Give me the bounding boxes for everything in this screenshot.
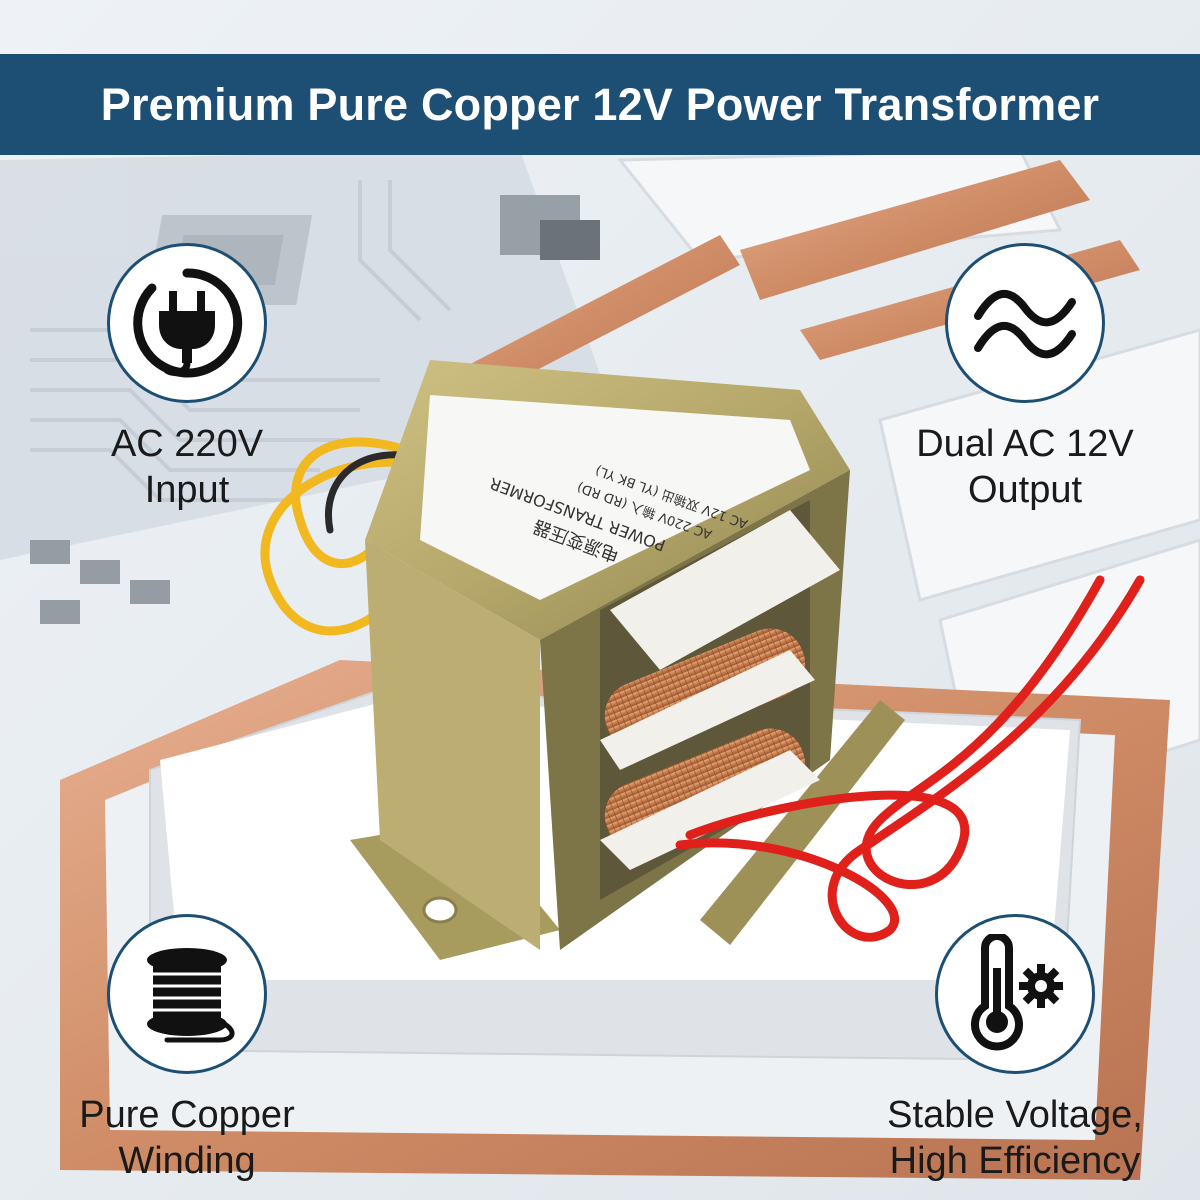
title-banner: Premium Pure Copper 12V Power Transforme… bbox=[0, 54, 1200, 155]
page-title: Premium Pure Copper 12V Power Transforme… bbox=[100, 78, 1100, 130]
feature-stable-voltage: Stable Voltage, High Efficiency bbox=[865, 914, 1165, 1184]
ac-wave-icon bbox=[945, 243, 1105, 403]
feature-ac-input: AC 220V Input bbox=[37, 243, 337, 513]
feature-label-line2: High Efficiency bbox=[889, 1140, 1141, 1182]
feature-label: AC 220V Input bbox=[37, 421, 337, 513]
feature-label-line1: Pure Copper bbox=[79, 1094, 295, 1136]
feature-copper-winding: Pure Copper Winding bbox=[37, 914, 337, 1184]
thermometer-gear-icon bbox=[935, 914, 1095, 1074]
feature-label: Dual AC 12V Output bbox=[875, 421, 1175, 513]
feature-ac-output: Dual AC 12V Output bbox=[875, 243, 1175, 513]
feature-label: Pure Copper Winding bbox=[37, 1092, 337, 1184]
feature-label-line2: Winding bbox=[118, 1140, 256, 1182]
power-plug-icon bbox=[107, 243, 267, 403]
feature-label-line1: Dual AC 12V bbox=[916, 423, 1134, 465]
transformer bbox=[350, 360, 905, 960]
copper-wire-spool-icon bbox=[107, 914, 267, 1074]
feature-label-line2: Output bbox=[967, 469, 1083, 511]
feature-label-line1: AC 220V bbox=[110, 423, 264, 465]
feature-label-line2: Input bbox=[144, 469, 230, 511]
red-wires bbox=[675, 575, 1145, 942]
feature-label: Stable Voltage, High Efficiency bbox=[865, 1092, 1165, 1184]
feature-label-line1: Stable Voltage, bbox=[887, 1094, 1143, 1136]
